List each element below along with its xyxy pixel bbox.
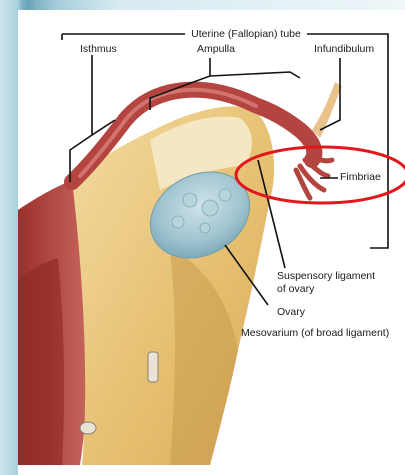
label-isthmus: Isthmus xyxy=(80,43,117,55)
label-fimbriae: Fimbriae xyxy=(340,171,381,183)
label-suspensory-ligament-line1: Suspensory ligament xyxy=(277,270,375,282)
tube-end xyxy=(312,82,342,138)
uterus-wall-inner xyxy=(18,258,64,465)
label-mesovarium: Mesovarium (of broad ligament) xyxy=(241,327,389,339)
label-uterine-tube: Uterine (Fallopian) tube xyxy=(191,28,301,40)
vessel-stump xyxy=(148,352,158,382)
label-infundibulum: Infundibulum xyxy=(314,43,374,55)
vessel-stump-bottom xyxy=(80,422,96,434)
label-ampulla: Ampulla xyxy=(197,43,235,55)
label-ovary: Ovary xyxy=(277,306,306,318)
label-suspensory-ligament-line2: of ovary xyxy=(277,283,315,295)
